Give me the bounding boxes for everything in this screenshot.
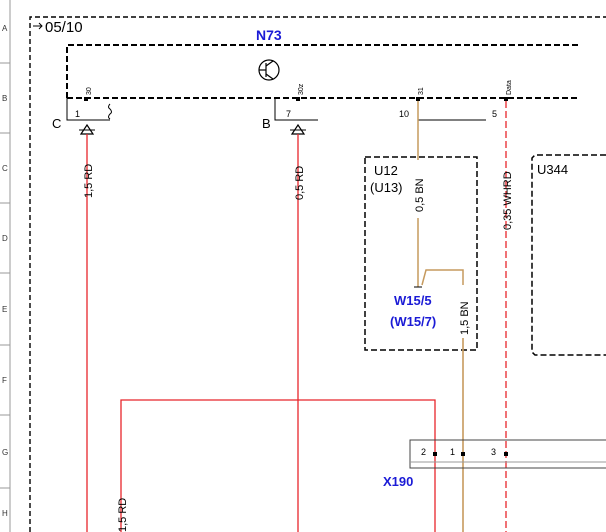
pin-5[interactable]: Data 5 xyxy=(492,80,513,119)
row-label-c: C xyxy=(2,164,8,173)
splice-w15-alt: (W15/7) xyxy=(390,314,436,329)
pin-10-number: 10 xyxy=(399,109,409,119)
wire-bus-red[interactable]: 1,5 RD xyxy=(117,399,436,532)
ground-c-label: C xyxy=(52,116,61,131)
wire-7[interactable]: 0,5 RD xyxy=(294,134,306,532)
row-label-b: B xyxy=(2,94,7,103)
pin-1[interactable]: 30 1 xyxy=(75,87,93,119)
x190-pin-1 xyxy=(461,452,465,456)
pin-7-label: 30z xyxy=(298,83,305,95)
coil-icon xyxy=(108,103,112,120)
wire-1[interactable]: 1,5 RD xyxy=(83,134,95,532)
pin-10-label: 31 xyxy=(418,87,425,95)
outer-boundary xyxy=(29,16,606,532)
box-u344[interactable]: U344 xyxy=(531,154,606,356)
ground-c: C xyxy=(52,98,112,135)
row-ruler: A B C D E F G H xyxy=(0,0,11,532)
x190-pin-1-label: 1 xyxy=(450,447,455,457)
splice-w15-name: W15/5 xyxy=(394,293,432,308)
wire-w15-label: 1,5 BN xyxy=(459,301,471,335)
transistor-icon xyxy=(258,59,280,81)
pin-5-number: 5 xyxy=(492,109,497,119)
x190-pin-2 xyxy=(433,452,437,456)
pin-10[interactable]: 31 10 xyxy=(399,87,486,121)
box-u12[interactable]: U12 (U13) xyxy=(364,156,478,351)
wire-w15[interactable]: 1,5 BN xyxy=(459,301,471,532)
pin-7-number: 7 xyxy=(286,109,291,119)
row-label-e: E xyxy=(2,305,7,314)
box-u12-title: U12 xyxy=(374,163,398,178)
row-label-g: G xyxy=(2,448,8,457)
page-ref[interactable]: 05/10 xyxy=(33,19,83,36)
wire-7-label: 0,5 RD xyxy=(294,166,306,200)
x190-pin-3 xyxy=(504,452,508,456)
row-label-a: A xyxy=(2,24,8,33)
pin-7[interactable]: 30z 7 xyxy=(286,83,305,119)
pin-1-label: 30 xyxy=(86,87,93,95)
wire-5-label: 0,35 WHRD xyxy=(502,171,514,230)
row-label-f: F xyxy=(2,376,7,385)
x190-pin-2-label: 2 xyxy=(421,447,426,457)
module-name: N73 xyxy=(256,27,282,43)
splice-w15[interactable]: W15/5 (W15/7) xyxy=(390,269,464,329)
x190-pin-3-label: 3 xyxy=(491,447,496,457)
pin-5-label: Data xyxy=(506,80,513,95)
wire-10[interactable]: 0,5 BN xyxy=(414,101,426,288)
connector-x190[interactable]: 2 1 3 X190 xyxy=(383,439,606,489)
wire-10-label: 0,5 BN xyxy=(414,178,426,212)
wire-1-label: 1,5 RD xyxy=(83,164,95,198)
row-label-d: D xyxy=(2,234,8,243)
wire-left-label: 1,5 RD xyxy=(117,498,129,532)
box-u12-subtitle: (U13) xyxy=(370,180,403,195)
row-label-h: H xyxy=(2,509,8,518)
wire-5[interactable]: 0,35 WHRD xyxy=(502,101,514,532)
pin-1-number: 1 xyxy=(75,109,80,119)
box-u344-title: U344 xyxy=(537,162,568,177)
module-n73[interactable]: N73 xyxy=(66,27,580,99)
page-ref-label: 05/10 xyxy=(45,19,83,36)
ground-b-label: B xyxy=(262,116,271,131)
page-ref-arrow-icon xyxy=(33,22,43,30)
connector-x190-name: X190 xyxy=(383,474,413,489)
